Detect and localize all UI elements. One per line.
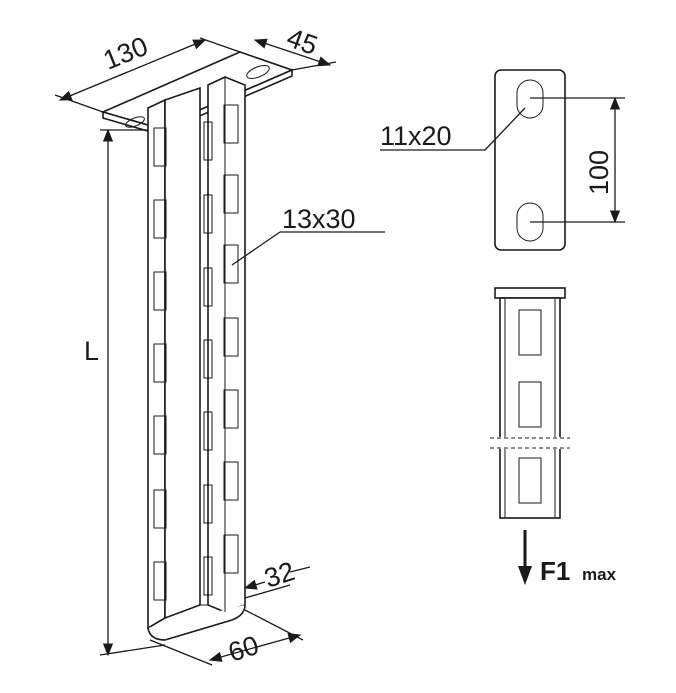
dim-100: 100 [584,150,614,195]
load-subscript: max [582,565,617,584]
dimension-lines [54,37,385,666]
profile-side-view [490,287,570,585]
load-arrow-icon [518,566,532,585]
dim-45: 45 [283,22,321,60]
vertical-profile [147,76,246,641]
dim-130: 130 [99,31,152,76]
dim-60: 60 [225,630,263,668]
slots-left [153,127,167,601]
load-label: F1 [540,556,570,586]
dim-32: 32 [261,556,299,594]
plate-plan-view [380,69,625,251]
dim-slot: 13x30 [282,204,356,234]
dim-length: L [84,336,99,366]
slots-right [203,104,239,596]
dim-hole: 11x20 [380,121,452,151]
